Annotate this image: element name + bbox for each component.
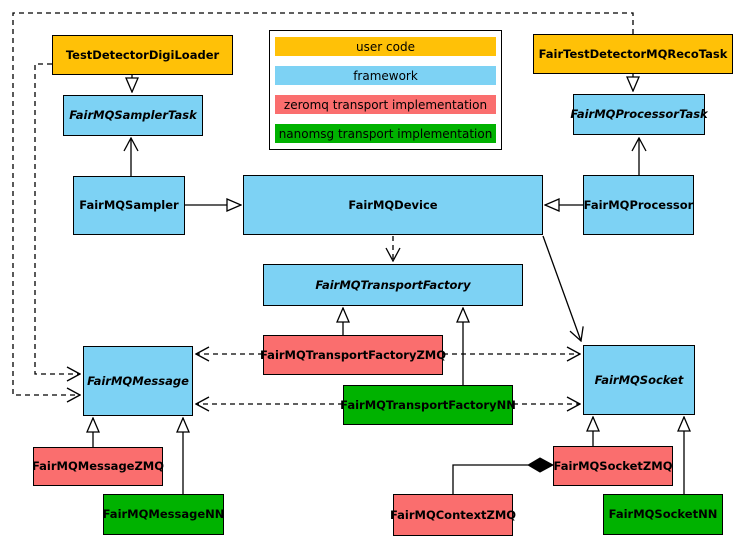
class-fairmqtransportfactoryzmq: FairMQTransportFactoryZMQ [260,335,446,375]
class-fairmqprocessortask: FairMQProcessorTask [570,94,708,135]
class-fairmqdevice: FairMQDevice [243,175,543,235]
class-fairtestdetectormqrecotask: FairTestDetectorMQRecoTask [533,34,733,74]
class-fairmqtransportfactorynn: FairMQTransportFactoryNN [340,385,516,425]
class-fairmqsocketzmq: FairMQSocketZMQ [553,446,673,486]
class-fairmqsampler: FairMQSampler [73,176,185,235]
edge-digiloader-message [34,63,80,374]
class-fairmqsocketnn: FairMQSocketNN [603,494,723,535]
legend-item-user-code: user code [275,37,496,56]
class-fairmqmessage: FairMQMessage [83,346,193,416]
class-fairmqprocessor: FairMQProcessor [583,175,694,235]
class-testdetectordigiloader: TestDetectorDigiLoader [52,35,233,75]
legend-item-nanomsg: nanomsg transport implementation [275,124,496,143]
class-fairmqcontextzmq: FairMQContextZMQ [390,494,516,536]
legend: user code framework zeromq transport imp… [269,30,502,150]
class-fairmqmessagezmq: FairMQMessageZMQ [32,447,164,486]
edge-device-socket [542,235,581,341]
class-fairmqtransportfactory: FairMQTransportFactory [263,264,523,306]
edge-recotask-message [12,12,634,395]
class-fairmqmessagenn: FairMQMessageNN [103,494,224,535]
edge-ctxzmq-sockzmq [452,464,528,494]
class-fairmqsamplertask: FairMQSamplerTask [63,95,203,136]
legend-item-framework: framework [275,66,496,85]
legend-item-zeromq: zeromq transport implementation [275,95,496,114]
class-fairmqsocket: FairMQSocket [583,345,695,415]
composition-diamond-icon [527,457,555,473]
